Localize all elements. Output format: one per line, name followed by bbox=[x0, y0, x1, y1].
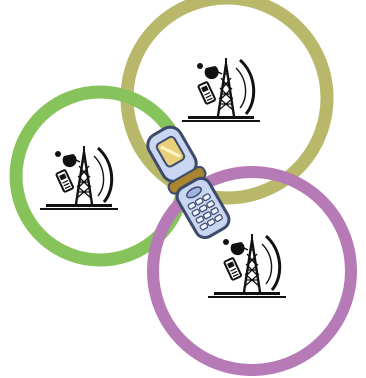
cell-tower-icon-left bbox=[40, 146, 118, 210]
cell-tower-icon-bottom bbox=[208, 234, 286, 298]
coverage-ring-top bbox=[127, 0, 327, 198]
cell-tower-icon-top bbox=[182, 58, 260, 122]
